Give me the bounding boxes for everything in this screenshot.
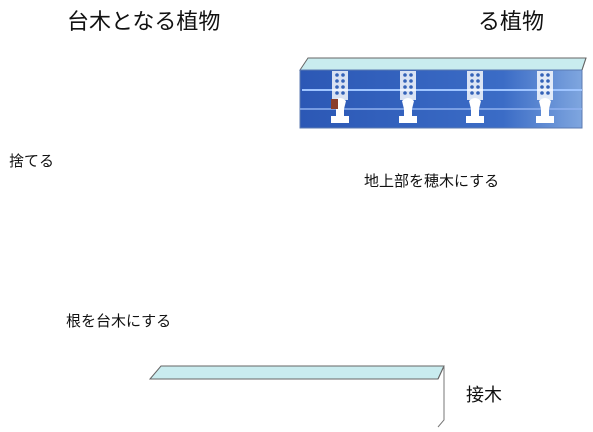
plant-cell-3 <box>466 71 484 123</box>
plant-cell-2 <box>399 71 417 123</box>
graft-tray-top-face <box>148 365 445 380</box>
scion-panel-top-face <box>299 57 587 71</box>
rootstock-label: 根を台木にする <box>66 312 172 330</box>
scion-label: 地上部を穂木にする <box>364 172 500 190</box>
scion-panel-right-edge <box>581 57 587 71</box>
scion-plant-panel <box>299 57 587 129</box>
red-marker <box>331 99 338 109</box>
plant-cell-4 <box>536 71 554 123</box>
scion-plant-title: る植物 <box>478 10 545 35</box>
graft-tray <box>148 365 445 428</box>
graft-bracket <box>437 366 445 428</box>
graft-label: 接木 <box>466 385 502 406</box>
discard-label: 捨てる <box>9 152 55 170</box>
graft-tray-right-edge <box>437 365 445 380</box>
rootstock-plant-title: 台木となる植物 <box>67 10 221 35</box>
